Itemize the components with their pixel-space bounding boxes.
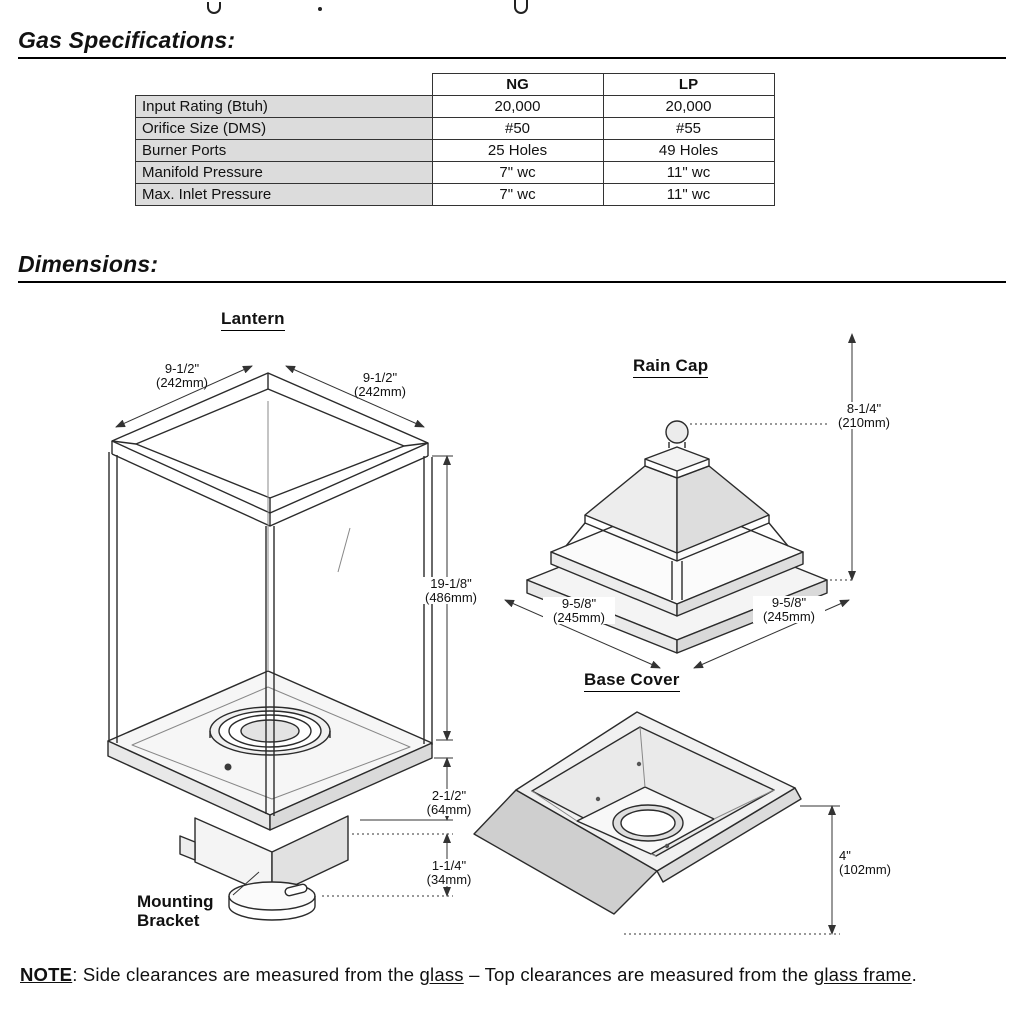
dimension-mm: (210mm) — [837, 414, 890, 430]
lantern-title: Lantern — [221, 309, 285, 331]
row-label: Input Rating (Btuh) — [135, 95, 433, 118]
rain-cap-dimension-lines — [504, 333, 856, 669]
dimension-value: 19-1/8" — [430, 576, 472, 591]
dimension-mm: (242mm) — [155, 374, 208, 390]
cropped-text-fragment — [514, 0, 528, 14]
lantern-height-dimension: 19-1/8" (486mm) — [415, 577, 487, 604]
rain-cap-finial — [644, 420, 710, 479]
gas-spec-table: NG LP Input Rating (Btuh) 20,000 20,000 … — [135, 73, 775, 206]
dimension-mm: (64mm) — [426, 801, 472, 817]
table-row: Manifold Pressure 7" wc 11" wc — [135, 161, 775, 184]
cropped-text-fragment — [318, 7, 322, 11]
table-row: Input Rating (Btuh) 20,000 20,000 — [135, 95, 775, 118]
dimensions-heading: Dimensions: — [18, 251, 1006, 283]
lantern-mounting-bracket — [179, 815, 349, 921]
cropped-text-fragment — [207, 2, 221, 14]
mounting-bracket-label: Mounting Bracket — [137, 892, 213, 930]
rain-cap-height-dimension: 8-1/4" (210mm) — [829, 402, 899, 429]
note-glass: glass — [419, 964, 464, 985]
dimension-value: 2-1/2" — [431, 788, 467, 803]
base-cover-hole — [612, 804, 684, 842]
cell-lp: 11" wc — [602, 161, 775, 184]
dimension-mm: (34mm) — [426, 871, 472, 887]
row-label: Manifold Pressure — [135, 161, 433, 184]
dimension-value: 4" — [839, 848, 851, 863]
dimension-mm: (242mm) — [353, 383, 406, 399]
dimension-value: 9-5/8" — [771, 595, 807, 610]
table-row: Max. Inlet Pressure 7" wc 11" wc — [135, 183, 775, 206]
clearance-note: NOTE: Side clearances are measured from … — [20, 964, 917, 986]
gas-specifications-heading: Gas Specifications: — [18, 27, 1006, 59]
note-glass-frame: glass frame — [813, 964, 912, 985]
cell-lp: 49 Holes — [602, 139, 775, 162]
dimension-value: 1-1/4" — [431, 858, 467, 873]
note-seg1: : Side clearances are measured from the — [72, 964, 420, 985]
dimensions-heading-text: Dimensions: — [18, 251, 159, 277]
note-seg2: – Top clearances are measured from the — [463, 964, 814, 985]
lantern-burner — [209, 706, 331, 771]
dimension-mm: (245mm) — [552, 609, 605, 625]
lantern-base-dimension: 2-1/2" (64mm) — [415, 789, 483, 816]
table-header-lp: LP — [602, 73, 775, 96]
cell-ng: 7" wc — [431, 161, 604, 184]
base-cover-drawing — [473, 711, 840, 935]
dimension-mm: (486mm) — [424, 589, 477, 605]
cell-ng: #50 — [431, 117, 604, 140]
row-label: Max. Inlet Pressure — [135, 183, 433, 206]
rain-cap-title: Rain Cap — [633, 356, 709, 378]
dimension-value: 8-1/4" — [846, 401, 882, 416]
rain-cap-roof — [584, 465, 770, 562]
lantern-drawing — [107, 365, 453, 921]
pilot-dot — [224, 763, 232, 771]
rain-cap-posts — [565, 522, 789, 600]
lantern-top-left-dimension: 9-1/2" (242mm) — [146, 362, 218, 389]
base-cover-dimension-lines — [624, 805, 840, 935]
table-header-ng: NG — [431, 73, 604, 96]
table-header-row: NG LP — [136, 73, 775, 96]
row-label: Burner Ports — [135, 139, 433, 162]
dimension-mm: (102mm) — [839, 861, 892, 877]
cell-ng: 7" wc — [431, 183, 604, 206]
finial-ball — [665, 420, 689, 444]
base-cover-height-dimension: 4" (102mm) — [838, 849, 902, 876]
glass-reflection — [337, 527, 351, 573]
dimensions-drawing-canvas — [107, 333, 856, 935]
note-seg3: . — [911, 964, 918, 985]
table-row: Orifice Size (DMS) #50 #55 — [135, 117, 775, 140]
table-header-empty-cell — [136, 74, 433, 96]
table-row: Burner Ports 25 Holes 49 Holes — [135, 139, 775, 162]
dimension-value: 9-1/2" — [362, 370, 398, 385]
row-label: Orifice Size (DMS) — [135, 117, 433, 140]
mounting-bracket-label-line1: Mounting — [137, 892, 214, 911]
cell-ng: 25 Holes — [431, 139, 604, 162]
base-cover-title: Base Cover — [584, 670, 680, 692]
rain-cap-left-dimension: 9-5/8" (245mm) — [543, 597, 615, 624]
note-label: NOTE — [20, 964, 73, 985]
cell-lp: 20,000 — [602, 95, 775, 118]
gas-specifications-heading-text: Gas Specifications: — [18, 27, 236, 53]
mounting-bracket-label-line2: Bracket — [137, 911, 200, 930]
rain-cap-right-dimension: 9-5/8" (245mm) — [753, 596, 825, 623]
cell-lp: 11" wc — [602, 183, 775, 206]
cell-lp: #55 — [602, 117, 775, 140]
dimension-value: 9-1/2" — [164, 361, 200, 376]
dimension-mm: (245mm) — [762, 608, 815, 624]
dimension-value: 9-5/8" — [561, 596, 597, 611]
lantern-collar-dimension: 1-1/4" (34mm) — [415, 859, 483, 886]
lantern-top-right-dimension: 9-1/2" (242mm) — [344, 371, 416, 398]
cell-ng: 20,000 — [431, 95, 604, 118]
